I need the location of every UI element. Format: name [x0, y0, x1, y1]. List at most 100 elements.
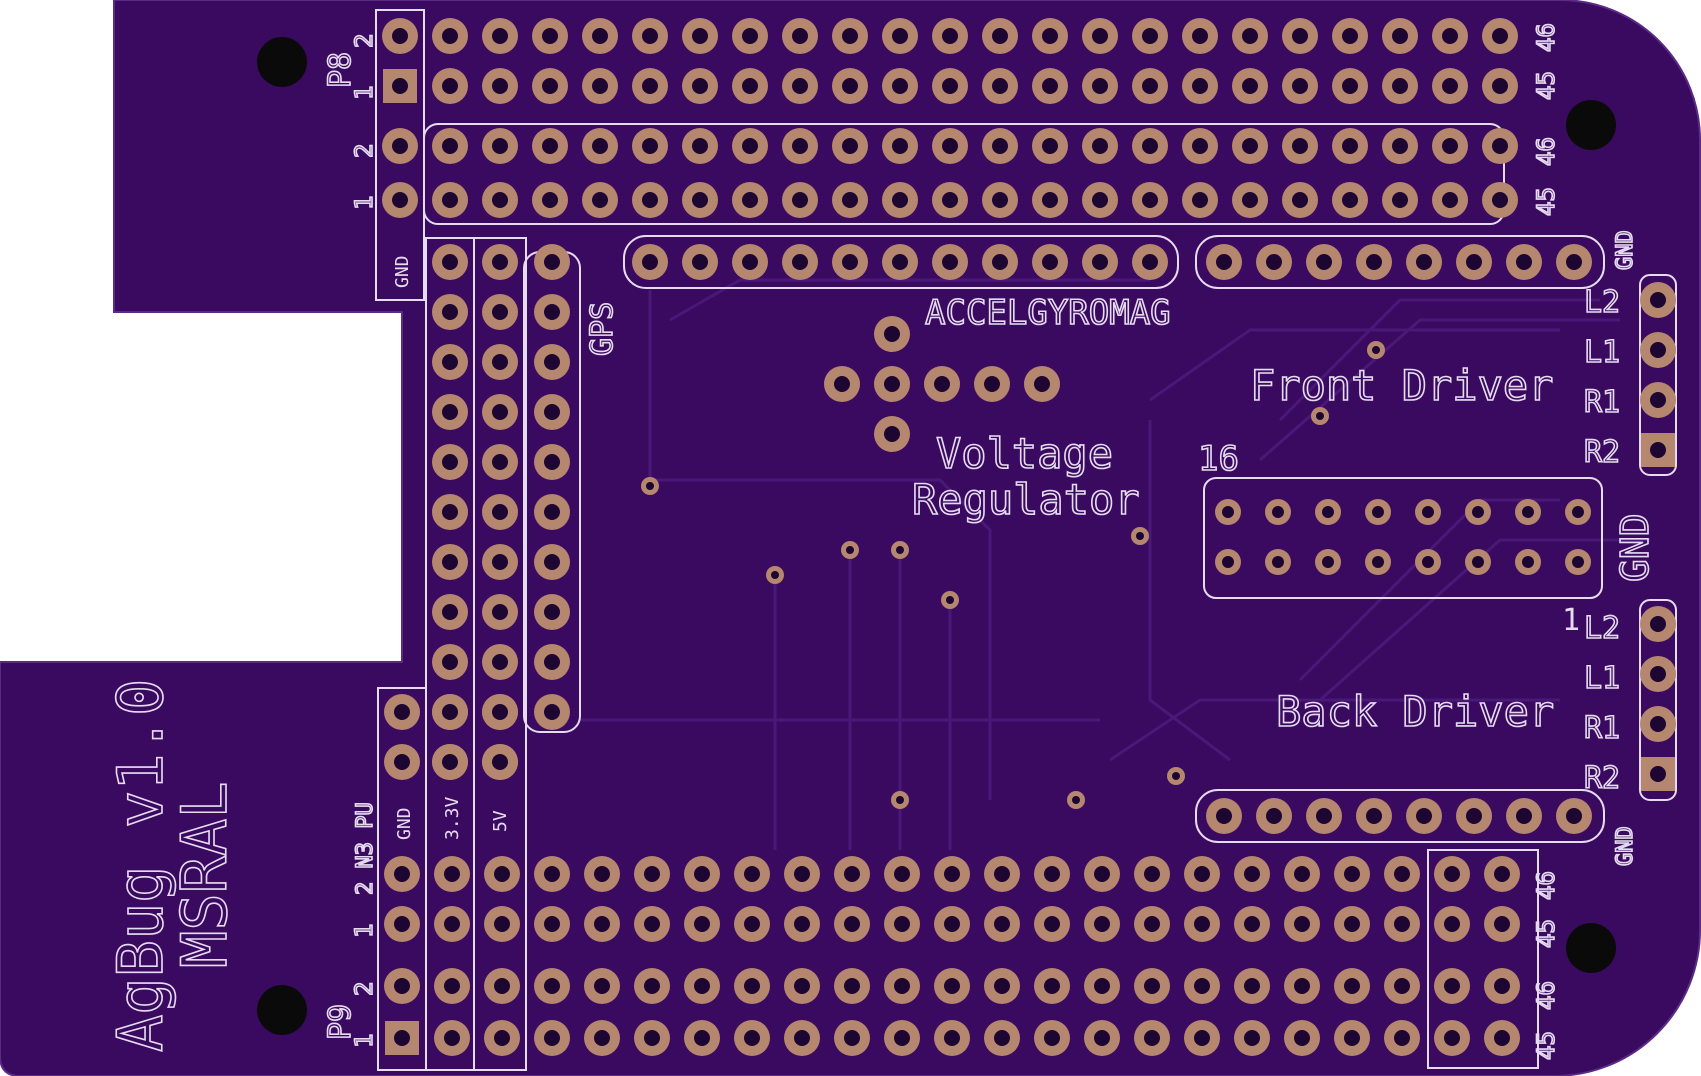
board-org: MSRAL [168, 781, 241, 968]
p8-pin45-label: 45 [1532, 71, 1560, 100]
rail-pad-drill [492, 254, 508, 270]
header-pad-drill [1494, 866, 1510, 882]
header-pad-drill [442, 28, 458, 44]
back-r2-label: R2 [1584, 761, 1620, 796]
header-pad-drill [842, 28, 858, 44]
ribbon-pin-label: 16 [1198, 439, 1239, 479]
header-pad-drill [942, 28, 958, 44]
connector-pad-drill [842, 254, 858, 270]
header-pad-drill [1144, 866, 1160, 882]
rail-pad-drill [442, 704, 458, 720]
header-pad-drill [792, 192, 808, 208]
header-pad-drill [1494, 1030, 1510, 1046]
gnd-top-rail-label: GND [392, 255, 413, 288]
connector-pad-drill [1142, 254, 1158, 270]
ribbon-pad-drill [1422, 556, 1434, 568]
via-drill [846, 546, 854, 554]
header-pad-drill [1242, 192, 1258, 208]
ribbon-pad-drill [1522, 556, 1534, 568]
p8-pin1-label: 1 [350, 86, 378, 100]
header-pad-drill [842, 192, 858, 208]
vias [641, 341, 1385, 809]
back-driver-label: Back Driver [1276, 687, 1554, 736]
motor-pad-back-drill [1650, 666, 1666, 682]
ribbon-pad-drill [1472, 506, 1484, 518]
rail-pad-drill [492, 404, 508, 420]
header-pad-drill [1142, 138, 1158, 154]
driver-pad-drill [1566, 808, 1582, 824]
ribbon-pad-drill [1222, 506, 1234, 518]
header-pad-drill [642, 138, 658, 154]
silkscreen-labels: AgBug v1.0 MSRAL P8 P9 2 1 2 1 46 45 46 … [103, 22, 1658, 1061]
header-pad-drill [642, 28, 658, 44]
header-pad-drill [1342, 192, 1358, 208]
connector-pad-drill [692, 254, 708, 270]
header-pad-drill [644, 1030, 660, 1046]
header-pad-drill [1394, 978, 1410, 994]
motor-pad-front-drill [1650, 392, 1666, 408]
mount-holes [257, 37, 1616, 1035]
header-pad-drill [1044, 916, 1060, 932]
header-pad-drill [542, 138, 558, 154]
back-pin1-label: 1 [1562, 603, 1580, 638]
header-pad-drill [1192, 192, 1208, 208]
bottom-gnd-label: GND [1613, 826, 1638, 866]
header-pad-drill [794, 978, 810, 994]
header-pad-drill [1292, 192, 1308, 208]
header-pad-drill [894, 978, 910, 994]
header-pad-drill [544, 1030, 560, 1046]
header-pad-drill [794, 1030, 810, 1046]
row-46-label-bottom: 46 [1532, 871, 1560, 900]
header-pad-drill [542, 78, 558, 94]
header-pad-drill [1242, 28, 1258, 44]
header-pad-drill [994, 978, 1010, 994]
p8-pin46-label: 46 [1532, 23, 1560, 52]
header-pad-drill [1294, 1030, 1310, 1046]
connector-pad-drill [792, 254, 808, 270]
header-pad-drill [794, 866, 810, 882]
rail-pad-drill [442, 404, 458, 420]
header-pad-drill [594, 866, 610, 882]
via-drill [1372, 346, 1380, 354]
header-pad-drill [1344, 978, 1360, 994]
header-pad-drill [444, 1030, 460, 1046]
header-pad-drill [942, 138, 958, 154]
header-pad-drill [442, 138, 458, 154]
rail-pad-drill [492, 354, 508, 370]
header-pad-drill [1392, 138, 1408, 154]
header-pad-drill [844, 866, 860, 882]
header-pad-drill [1244, 916, 1260, 932]
header-pad-drill [792, 28, 808, 44]
header-pad-drill [544, 978, 560, 994]
header-pad-drill [1244, 866, 1260, 882]
gps-pad-drill [544, 504, 560, 520]
ribbon-pad-drill [1572, 556, 1584, 568]
back-l2-label: L2 [1584, 611, 1620, 646]
driver-pad-drill [1516, 808, 1532, 824]
header-pad-drill [1444, 1030, 1460, 1046]
via-drill [1316, 412, 1324, 420]
header-pad-drill [1294, 978, 1310, 994]
ribbon-pad-drill [1572, 506, 1584, 518]
header-pad-drill [792, 138, 808, 154]
header-pad-drill [1142, 192, 1158, 208]
row-2-label-top: 2 [350, 144, 378, 158]
motor-pad-back-drill [1650, 716, 1666, 732]
gps-label: GPS [585, 302, 620, 356]
via-drill [1172, 772, 1180, 780]
header-pad-drill [942, 192, 958, 208]
mount-hole-bottom-left [257, 985, 307, 1035]
header-pad-drill [1294, 866, 1310, 882]
header-pad-drill [1094, 916, 1110, 932]
p9-pin46-label: 46 [1532, 981, 1560, 1010]
header-pad-drill [1194, 1030, 1210, 1046]
header-pad-drill [944, 916, 960, 932]
driver-pad-drill [1516, 254, 1532, 270]
header-pad-drill [1492, 78, 1508, 94]
header-pad-drill [592, 28, 608, 44]
header-pad-drill [1192, 138, 1208, 154]
header-pad-drill [442, 78, 458, 94]
header-pad-drill [594, 1030, 610, 1046]
header-pad-drill [742, 192, 758, 208]
driver-pad-drill [1216, 254, 1232, 270]
